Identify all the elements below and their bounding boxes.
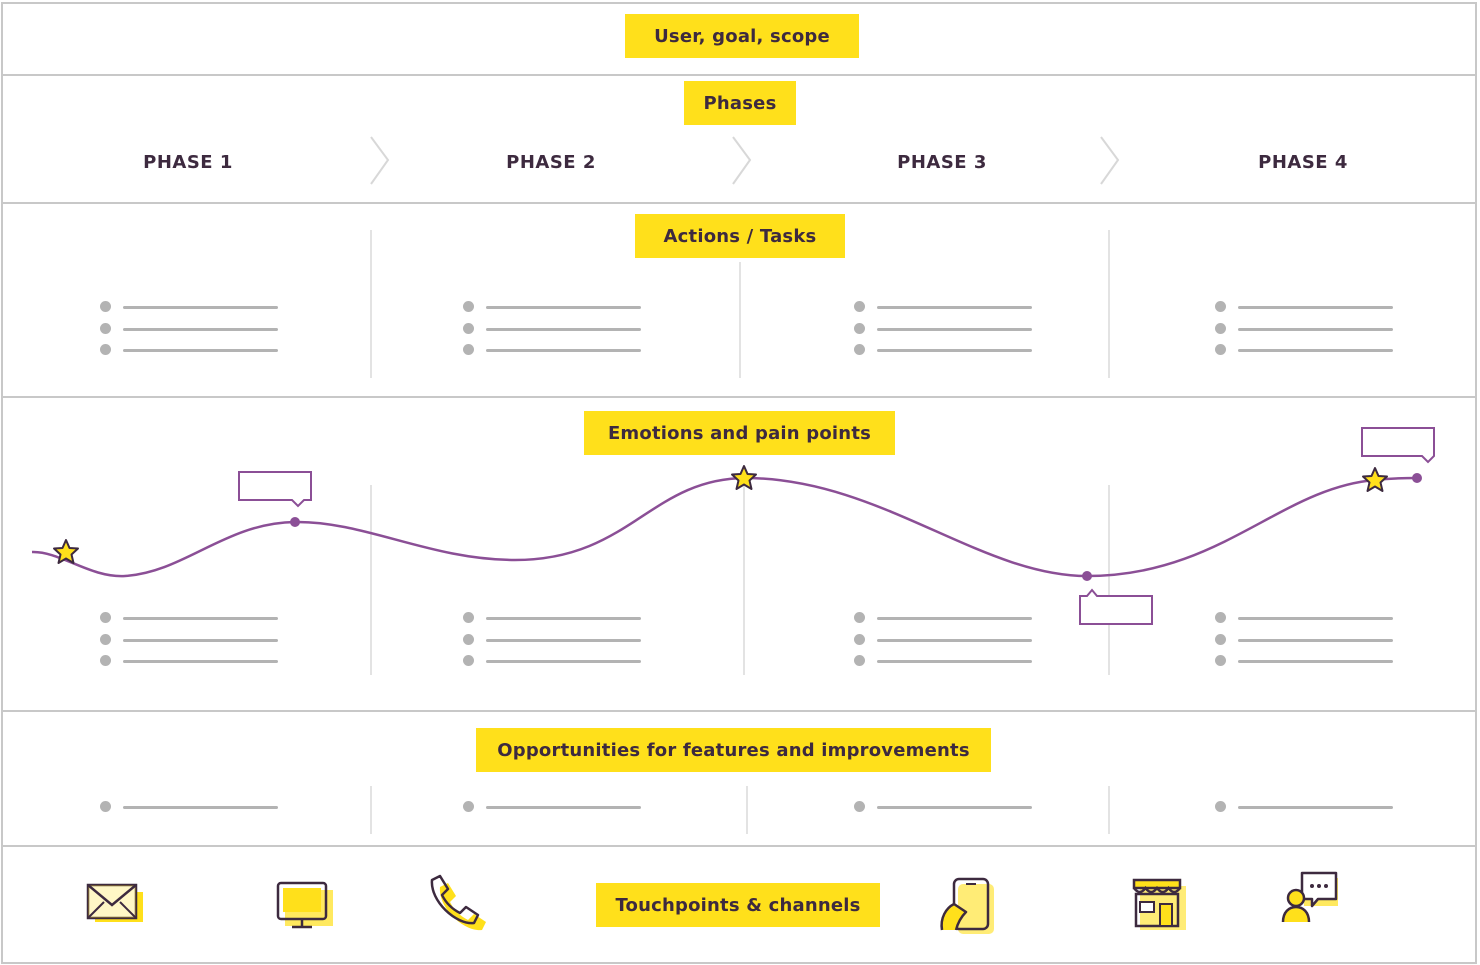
opportunities-placeholder-list	[1215, 799, 1415, 821]
list-item	[854, 653, 1054, 675]
chevron-icon	[370, 136, 390, 185]
mobile-hand-icon	[940, 877, 994, 934]
list-item	[463, 299, 663, 321]
list-item	[100, 653, 300, 675]
chevron-icon	[1100, 136, 1120, 185]
emotion-line	[31, 476, 1418, 578]
curve-point	[290, 517, 300, 527]
list-item	[100, 299, 300, 321]
divider	[370, 230, 372, 378]
list-item	[100, 799, 300, 821]
divider	[1108, 786, 1110, 834]
actions-placeholder-list	[1215, 299, 1415, 364]
phone-icon	[430, 874, 486, 931]
list-item	[1215, 632, 1415, 654]
opportunities-placeholder-list	[854, 799, 1054, 821]
list-item	[100, 632, 300, 654]
monitor-icon	[276, 881, 333, 929]
list-item	[1215, 321, 1415, 343]
list-item	[854, 632, 1054, 654]
opportunities-placeholder-list	[463, 799, 663, 821]
phase-4-label: PHASE 4	[1258, 152, 1348, 173]
label-touchpoints: Touchpoints & channels	[596, 883, 880, 927]
envelope-icon	[86, 883, 143, 922]
star-icon	[731, 465, 757, 490]
list-item	[463, 610, 663, 632]
list-item	[463, 632, 663, 654]
list-item	[854, 321, 1054, 343]
opportunities-placeholder-list	[100, 799, 300, 821]
divider	[1108, 485, 1110, 675]
divider	[370, 786, 372, 834]
divider	[743, 485, 745, 675]
emotions-placeholder-list	[1215, 610, 1415, 675]
list-item	[854, 299, 1054, 321]
label-opportunities: Opportunities for features and improveme…	[476, 728, 991, 772]
label-emotions: Emotions and pain points	[584, 411, 895, 455]
chevron-icon	[732, 136, 752, 185]
phase-3-label: PHASE 3	[897, 152, 987, 173]
list-item	[100, 342, 300, 364]
chat-support-icon	[1281, 871, 1338, 923]
list-item	[463, 799, 663, 821]
star-icon	[53, 539, 79, 564]
divider	[746, 786, 748, 834]
actions-placeholder-list	[100, 299, 300, 364]
emotions-placeholder-list	[854, 610, 1054, 675]
list-item	[854, 610, 1054, 632]
list-item	[1215, 342, 1415, 364]
label-actions-tasks: Actions / Tasks	[635, 214, 845, 258]
speech-bubble-icon	[1361, 427, 1435, 464]
list-item	[463, 321, 663, 343]
divider	[1108, 230, 1110, 378]
emotions-placeholder-list	[100, 610, 300, 675]
list-item	[463, 342, 663, 364]
storefront-icon	[1132, 878, 1186, 930]
list-item	[1215, 653, 1415, 675]
actions-placeholder-list	[463, 299, 663, 364]
list-item	[1215, 299, 1415, 321]
label-user-goal-scope: User, goal, scope	[625, 14, 859, 58]
list-item	[100, 610, 300, 632]
divider	[739, 262, 741, 378]
phase-1-label: PHASE 1	[143, 152, 233, 173]
list-item	[854, 342, 1054, 364]
actions-placeholder-list	[854, 299, 1054, 364]
list-item	[854, 799, 1054, 821]
emotions-placeholder-list	[463, 610, 663, 675]
phase-2-label: PHASE 2	[506, 152, 596, 173]
curve-point	[1082, 571, 1092, 581]
list-item	[100, 321, 300, 343]
star-icon	[1362, 467, 1388, 492]
list-item	[463, 653, 663, 675]
list-item	[1215, 610, 1415, 632]
divider	[370, 485, 372, 675]
speech-bubble-icon	[1079, 588, 1153, 625]
label-phases: Phases	[684, 81, 796, 125]
curve-point	[1412, 473, 1422, 483]
speech-bubble-icon	[238, 471, 312, 508]
list-item	[1215, 799, 1415, 821]
